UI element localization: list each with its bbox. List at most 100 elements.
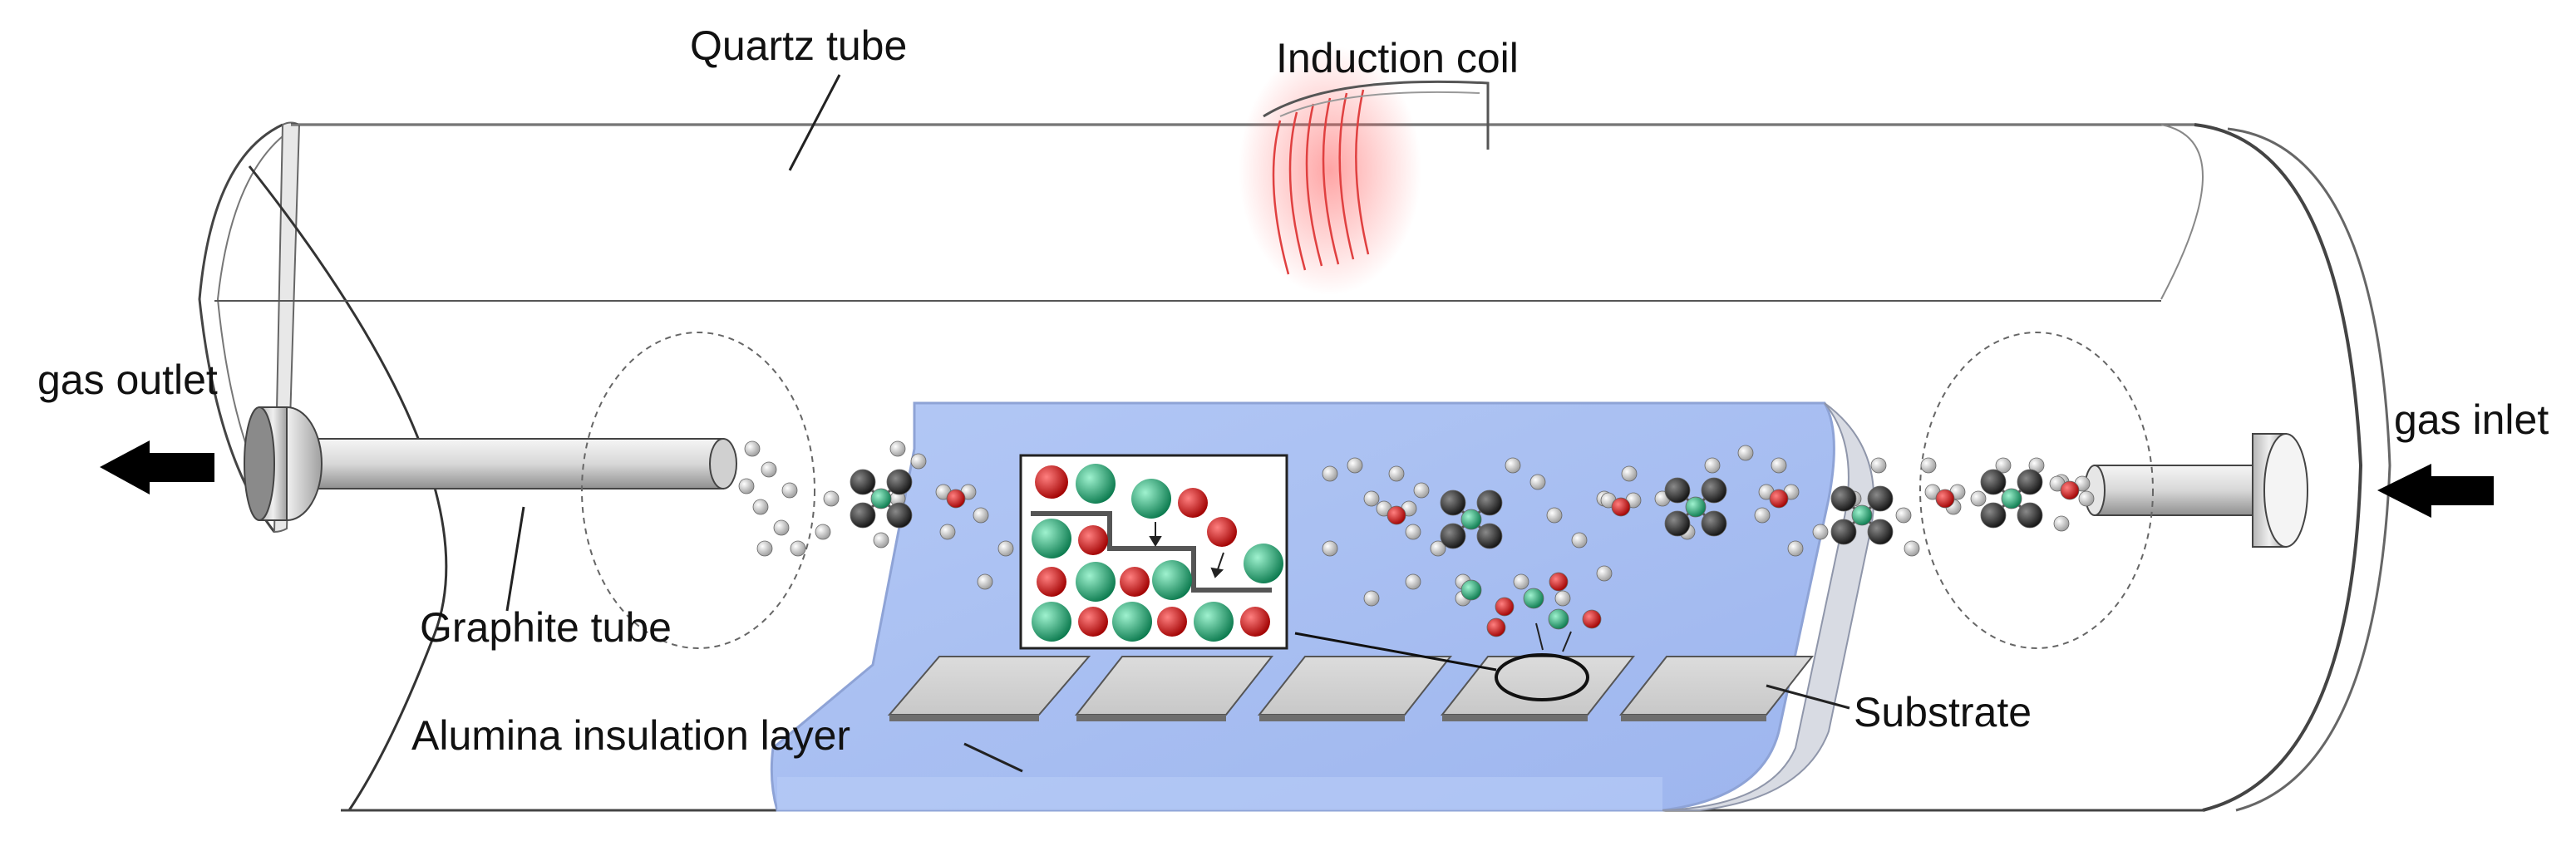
substrate xyxy=(1257,656,1453,721)
hydrogen-atom xyxy=(1812,524,1829,540)
carbon-atom xyxy=(1830,485,1857,512)
inlet-arrow-icon xyxy=(2377,464,2494,518)
hydrogen-atom xyxy=(1970,490,1987,507)
inset-atoms xyxy=(1032,464,1283,642)
hydrogen-atom xyxy=(790,540,806,557)
carbon-atom xyxy=(2017,469,2043,495)
induction-coil xyxy=(1239,46,1490,295)
metal-atom xyxy=(1685,496,1707,518)
hydrogen-atom xyxy=(1413,482,1430,499)
quartz-tube-label: Quartz tube xyxy=(690,22,908,69)
carbon-atom xyxy=(1980,469,2007,495)
oxygen-atom xyxy=(1387,505,1406,525)
carbon-atom xyxy=(1664,477,1691,504)
hydrogen-atom xyxy=(1363,590,1380,607)
substrate-row xyxy=(887,656,1815,721)
carbon-atom xyxy=(1867,519,1894,545)
oxygen-atom xyxy=(1582,609,1602,629)
gas-outlet-label: gas outlet xyxy=(37,357,218,403)
hydrogen-atom xyxy=(939,524,956,540)
carbon-atom xyxy=(850,502,876,529)
carbon-atom xyxy=(2017,502,2043,529)
metal-atom xyxy=(1460,509,1482,530)
hydrogen-atom xyxy=(1787,540,1804,557)
hydrogen-atom xyxy=(1430,540,1446,557)
hydrogen-atom xyxy=(1347,457,1363,474)
oxygen-atom xyxy=(1611,497,1631,517)
zoom-leader-line xyxy=(1294,632,1497,672)
outlet-arrow-icon xyxy=(100,440,214,494)
hydrogen-atom xyxy=(1621,465,1638,482)
substrate-leader xyxy=(1766,684,1850,710)
hydrogen-atom xyxy=(977,573,993,590)
inset-arrows xyxy=(1149,522,1224,578)
hydrogen-atom xyxy=(997,540,1014,557)
carbon-atom xyxy=(886,502,913,529)
metal-atom xyxy=(2001,488,2022,509)
hydrogen-atom xyxy=(1529,474,1546,490)
carbon-atom xyxy=(1476,489,1503,516)
deposition-arrow xyxy=(1535,622,1544,651)
metal-atom xyxy=(870,488,892,509)
induction-coil-label: Induction coil xyxy=(1276,35,1519,81)
carbon-atom xyxy=(850,469,876,495)
hydrogen-atom xyxy=(910,453,927,470)
oxygen-atom xyxy=(1935,489,1955,509)
hydrogen-atom xyxy=(738,478,755,494)
hydrogen-atom xyxy=(873,532,889,549)
substrate xyxy=(1074,656,1274,721)
hydrogen-atom xyxy=(1405,573,1421,590)
carbon-atom xyxy=(1701,477,1727,504)
hydrogen-atom xyxy=(1505,457,1521,474)
graphite-tube xyxy=(244,406,737,521)
hydrogen-atom xyxy=(781,482,798,499)
hydrogen-atom xyxy=(2078,490,2095,507)
hydrogen-atom xyxy=(1754,507,1771,524)
hydrogen-atom xyxy=(744,440,761,457)
alumina-layer-label: Alumina insulation layer xyxy=(411,712,851,759)
hydrogen-atom xyxy=(1737,445,1754,461)
zoom-circle-right xyxy=(1919,332,2154,649)
growth-inset xyxy=(1019,454,1288,650)
growth-site-marker xyxy=(1495,653,1589,701)
hydrogen-atom xyxy=(1920,457,1937,474)
hydrogen-atom xyxy=(1363,490,1380,507)
carbon-atom xyxy=(1476,523,1503,549)
carbon-atom xyxy=(1830,519,1857,545)
gas-inlet-label: gas inlet xyxy=(2394,396,2549,443)
gas-phase-molecules xyxy=(738,440,2095,652)
hydrogen-atom xyxy=(1571,532,1588,549)
oxygen-atom xyxy=(1549,572,1569,592)
hydrogen-atom xyxy=(1322,540,1338,557)
carbon-atom xyxy=(1664,510,1691,537)
hydrogen-atom xyxy=(1870,457,1887,474)
hydrogen-atom xyxy=(1322,465,1338,482)
zoom-circle-left xyxy=(581,332,815,649)
hydrogen-atom xyxy=(889,440,906,457)
hydrogen-atom xyxy=(752,499,769,515)
metal-atom xyxy=(1523,588,1544,609)
carbon-atom xyxy=(1867,485,1894,512)
substrate-label: Substrate xyxy=(1854,689,2032,735)
substrate xyxy=(887,656,1091,721)
carbon-atom xyxy=(1440,489,1466,516)
carbon-atom xyxy=(1701,510,1727,537)
gas-inlet-tube xyxy=(2084,433,2308,548)
hydrogen-atom xyxy=(761,461,777,478)
hydrogen-atom xyxy=(1554,590,1571,607)
alumina-layer-leader xyxy=(963,742,1023,773)
hydrogen-atom xyxy=(1704,457,1721,474)
hydrogen-atom xyxy=(1904,540,1920,557)
hydrogen-atom xyxy=(1405,524,1421,540)
leader-lines xyxy=(505,74,1850,773)
hydrogen-atom xyxy=(1995,457,2012,474)
hydrogen-atom xyxy=(1771,457,1787,474)
hydrogen-atom xyxy=(1895,507,1912,524)
hydrogen-atom xyxy=(815,524,831,540)
hydrogen-atom xyxy=(1596,565,1613,582)
graphite-tube-label: Graphite tube xyxy=(420,604,672,651)
oxygen-atom xyxy=(2060,480,2080,500)
hydrogen-atom xyxy=(823,490,840,507)
carbon-atom xyxy=(1440,523,1466,549)
